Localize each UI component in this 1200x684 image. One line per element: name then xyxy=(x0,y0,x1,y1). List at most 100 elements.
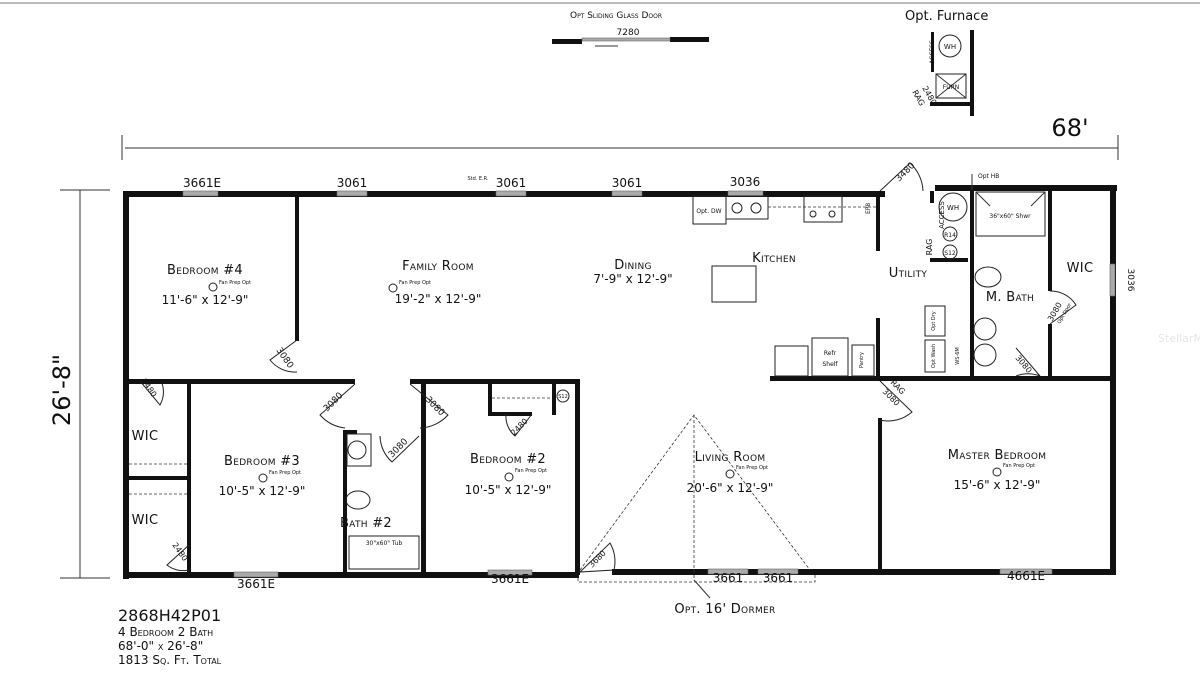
depth-label: 26'-8" xyxy=(48,354,76,426)
fan-icon xyxy=(388,283,398,293)
fan-icon xyxy=(258,473,268,483)
room-name: Bedroom #4 xyxy=(167,263,243,278)
kitchen-label: Kitchen xyxy=(752,251,796,266)
opt-dormer: Opt. 16' Dormer xyxy=(577,414,816,617)
bath2-label: Bath #2 xyxy=(340,516,392,531)
fan-label: Fan Prep Opt xyxy=(736,465,768,471)
wash-box-label: WS-6M xyxy=(955,347,961,364)
access-label: ACCESS xyxy=(938,201,946,229)
plan-model: 2868H42P01 xyxy=(118,606,222,625)
mbath-label: M. Bath xyxy=(986,290,1034,305)
rag-label: RAG xyxy=(925,239,934,256)
room-size: 11'-6" x 12'-9" xyxy=(162,293,249,307)
room-name: Family Room xyxy=(402,259,474,274)
window-label: 3661E xyxy=(491,572,529,586)
door-label: 3080 xyxy=(1013,354,1033,375)
window-label: 4661E xyxy=(1007,569,1045,583)
furnace-label: FURN xyxy=(943,84,960,91)
window-label: 3661E xyxy=(183,176,221,190)
door-label: 2480 xyxy=(509,417,530,438)
fan-label: Fan Prep Opt xyxy=(399,280,431,286)
room-dining: Dining 7'-9" x 12'-9" xyxy=(593,258,672,286)
opt-hb-label: Opt HB xyxy=(978,173,999,180)
room-name: Dining xyxy=(614,258,652,273)
room-master: Master Bedroom Fan Prep Opt 15'-6" x 12'… xyxy=(948,448,1047,492)
plan-title-block: 2868H42P01 4 Bedroom 2 Bath 68'-0" x 26'… xyxy=(118,606,222,668)
sliding-door-title: Opt Sliding Glass Door xyxy=(570,11,662,21)
room-size: 7'-9" x 12'-9" xyxy=(593,272,672,286)
pantry-label: Pantry xyxy=(859,352,865,368)
plan-beds-baths: 4 Bedroom 2 Bath xyxy=(118,625,214,639)
window-label: 3036 xyxy=(730,175,761,189)
furnace-title: Opt. Furnace xyxy=(905,9,988,24)
window-label: 3661E xyxy=(237,577,275,591)
opt-furnace: Opt. Furnace WH ACCESS FURN 2480 RAG xyxy=(905,9,988,116)
dormer-label: Opt. 16' Dormer xyxy=(674,602,775,617)
utility-label: Utility xyxy=(889,266,928,281)
window-label: 3061 xyxy=(337,176,368,190)
shelf-label: Shelf xyxy=(822,361,838,368)
fan-label: Fan Prep Opt xyxy=(269,470,301,476)
room-name: Bedroom #3 xyxy=(224,454,300,469)
s12-label: S12 xyxy=(944,250,956,257)
opt-dry-label: Opt Dry xyxy=(931,311,937,331)
room-labels: Bedroom #4 Fan Prep Opt 11'-6" x 12'-9" … xyxy=(132,258,1047,528)
interior-walls xyxy=(125,191,1113,575)
window-label: 3061 xyxy=(612,176,643,190)
plan-area: 1813 Sq. Ft. Total xyxy=(118,653,222,667)
tub-label: 30"x60" Tub xyxy=(366,540,403,547)
window-label: 3661 xyxy=(713,571,744,585)
room-bedroom-2: Bedroom #2 Fan Prep Opt 10'-5" x 12'-9" xyxy=(465,452,552,497)
fan-label: Fan Prep Opt xyxy=(219,280,251,286)
door-label: 3080 xyxy=(387,437,410,460)
fixtures: Opt. DW EP8 Kitchen ACCESS WH RAG R14 S1… xyxy=(129,173,1094,570)
std-er-label: Std. E.R. xyxy=(467,176,489,182)
fan-label: Fan Prep Opt xyxy=(515,468,547,474)
wic-master-label: WIC xyxy=(1067,261,1094,276)
depth-dimension: 26'-8" xyxy=(48,189,110,579)
windows: 3661E 3061 Std. E.R. 3061 3061 3036 3036… xyxy=(182,175,1135,591)
bed2-s12-label: S12 xyxy=(558,394,568,400)
opt-dw-label: Opt. DW xyxy=(696,208,721,215)
room-size: 10'-5" x 12'-9" xyxy=(219,484,306,498)
fan-icon xyxy=(725,469,735,479)
room-name: Master Bedroom xyxy=(948,448,1047,463)
width-dimension: 68' xyxy=(121,114,1119,160)
opt-wash-label: Opt Wash xyxy=(931,344,937,368)
opt-sliding-door: Opt Sliding Glass Door 7280 xyxy=(552,11,709,47)
room-living: Living Room Fan Prep Opt 20'-6" x 12'-9" xyxy=(687,450,774,495)
furnace-access: ACCESS xyxy=(929,40,936,64)
wh-label: WH xyxy=(947,204,959,212)
wic-2-label: WIC xyxy=(132,513,159,528)
room-name: Living Room xyxy=(695,450,766,465)
ep8-label: EP8 xyxy=(865,203,872,214)
plan-size: 68'-0" x 26'-8" xyxy=(118,639,204,653)
room-bedroom-3: Bedroom #3 Fan Prep Opt 10'-5" x 12'-9" xyxy=(219,454,306,498)
room-name: Bedroom #2 xyxy=(470,452,546,467)
watermark: StellarMLS xyxy=(1158,332,1200,345)
window-label: 3661 xyxy=(763,571,794,585)
window-label: 3036 xyxy=(1125,269,1135,292)
shower-label: 36"x60" Shwr xyxy=(989,213,1031,220)
window-label: 3061 xyxy=(496,176,527,190)
room-family: Family Room Fan Prep Opt 19'-2" x 12'-9" xyxy=(388,259,482,306)
door-label: 3080 xyxy=(423,395,446,418)
room-bedroom-4: Bedroom #4 Fan Prep Opt 11'-6" x 12'-9" xyxy=(162,263,251,307)
furnace-wh: WH xyxy=(944,43,956,51)
door-label: 3480 xyxy=(894,161,917,184)
room-size: 15'-6" x 12'-9" xyxy=(954,478,1041,492)
wic-1-label: WIC xyxy=(132,429,159,444)
room-size: 10'-5" x 12'-9" xyxy=(465,483,552,497)
door-label: 3080 xyxy=(322,391,345,414)
room-size: 20'-6" x 12'-9" xyxy=(687,481,774,495)
width-label: 68' xyxy=(1051,114,1088,142)
fan-icon xyxy=(208,282,218,292)
fan-icon xyxy=(504,472,514,482)
fan-label: Fan Prep Opt xyxy=(1003,463,1035,469)
room-size: 19'-2" x 12'-9" xyxy=(395,292,482,306)
fan-icon xyxy=(992,467,1002,477)
refr-label: Refr xyxy=(824,350,837,357)
r14-label: R14 xyxy=(944,232,956,239)
sliding-door-size: 7280 xyxy=(617,28,640,38)
